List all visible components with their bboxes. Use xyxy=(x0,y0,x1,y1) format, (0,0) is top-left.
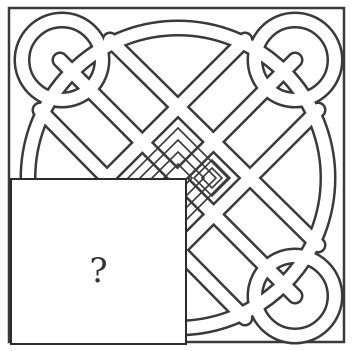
missing-piece-box: ? xyxy=(10,178,187,345)
question-mark: ? xyxy=(12,254,185,288)
